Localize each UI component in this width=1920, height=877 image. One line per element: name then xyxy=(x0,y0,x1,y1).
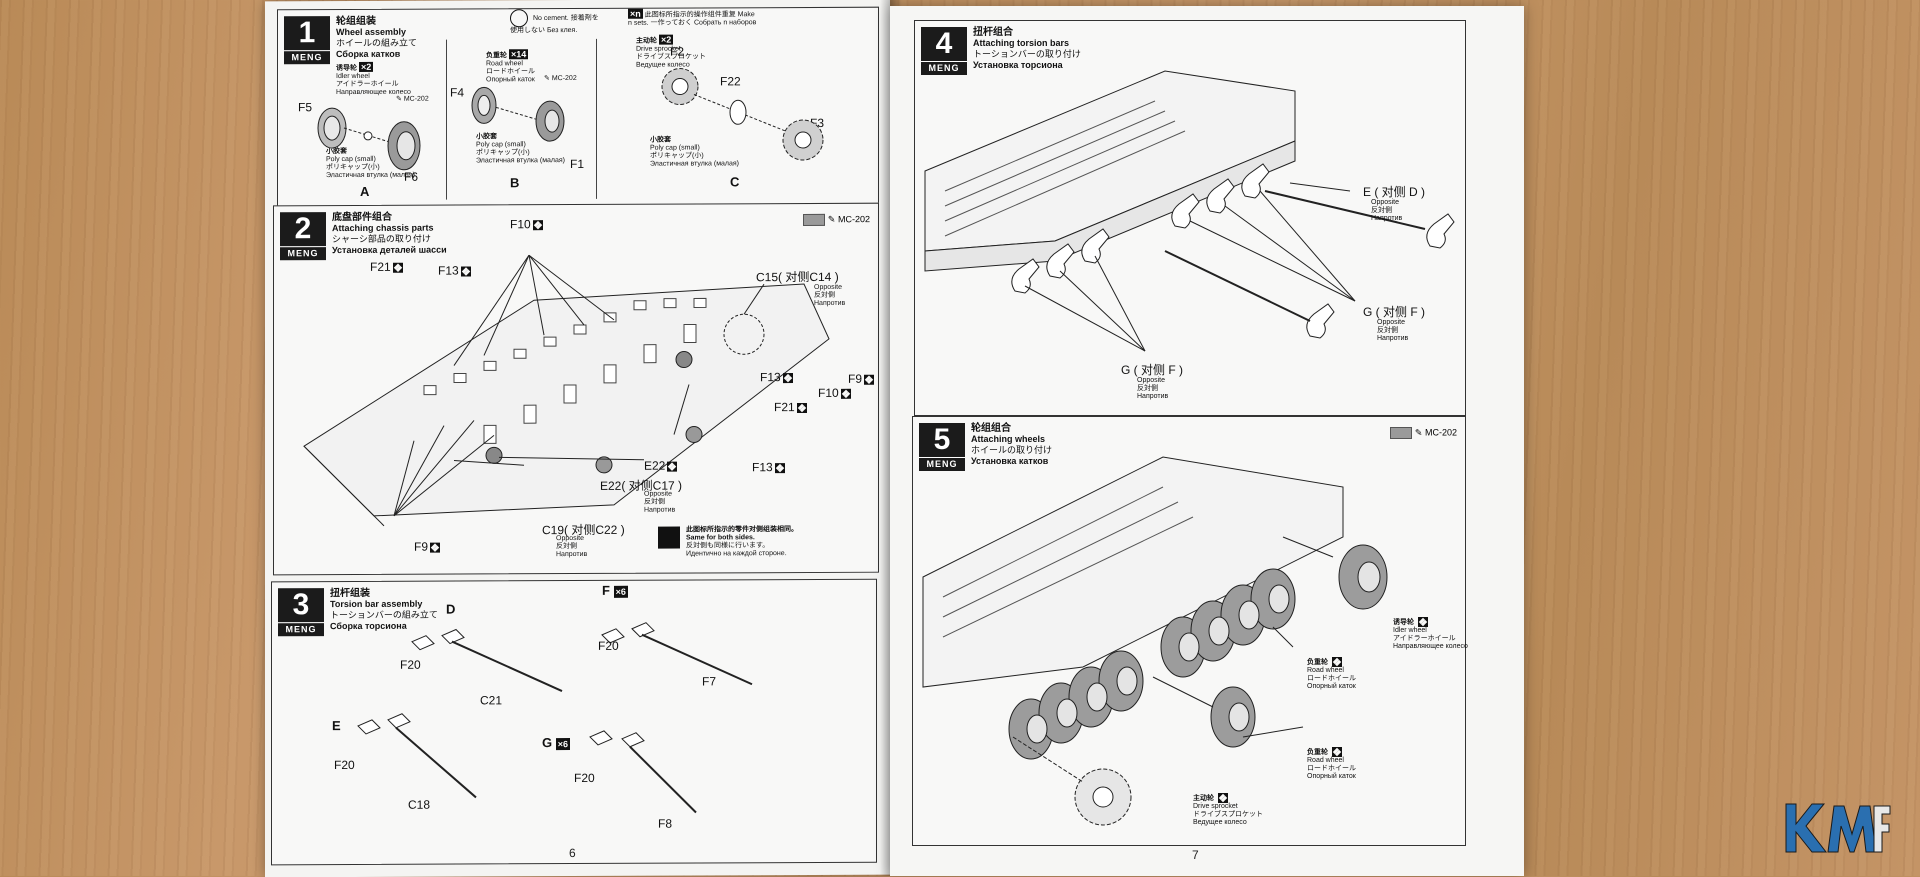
sub-label-F: F ×6 xyxy=(602,582,628,598)
step-number: 1 xyxy=(284,16,330,51)
callout-E: E ( 对侧 D ) xyxy=(1363,185,1425,199)
chassis-bottom-drawing xyxy=(303,254,830,527)
part-F13: F13 xyxy=(438,263,471,278)
same-side-icon xyxy=(430,542,441,553)
hull-torsion-drawing xyxy=(924,70,1455,352)
paint-brush-icon: ✎ xyxy=(827,214,836,225)
repeat-mark: ×n xyxy=(628,8,643,19)
sprocket-drawing xyxy=(661,68,824,161)
same-side-icon xyxy=(667,461,678,472)
paint-swatch xyxy=(1390,427,1413,439)
paint-callout: ✎ MC-202 xyxy=(1390,427,1457,439)
idler-wheel-label: 诱导轮 Idler wheel アイドラーホイール Направляющее к… xyxy=(1393,617,1468,650)
callout-G-left: G ( 对侧 F ) xyxy=(1121,363,1183,377)
idler-wheel-label: 诱导轮 ×2 Idler wheel アイドラーホイール Направляюще… xyxy=(336,61,411,97)
paint-brush-icon: ✎ xyxy=(1414,427,1423,438)
torsion-bar-drawings xyxy=(357,622,753,814)
same-side-icon xyxy=(782,372,793,383)
same-side-icon xyxy=(1417,617,1428,627)
instruction-page-right: 4 MENG 扭杆组合 Attaching torsion bars トーション… xyxy=(890,6,1524,876)
road-wheel-label: 负重轮 ×14 Road wheel ロードホイール Опорный каток xyxy=(486,49,535,84)
part-F10: F10 xyxy=(818,386,851,400)
same-side-icon xyxy=(460,266,471,277)
step-5-badge: 5 MENG xyxy=(919,423,965,471)
road-wheel-label: 负重轮 Road wheel ロードホイール Опорный каток xyxy=(1307,657,1356,690)
instruction-page-left: 1 MENG 轮组组装 Wheel assembly ホイールの組み立て Сбо… xyxy=(265,0,890,877)
part-F20: F20 xyxy=(334,757,355,773)
sub-label-C: C xyxy=(730,174,740,190)
same-side-icon xyxy=(774,462,785,473)
step-2-panel: 2 MENG 底盘部件组合 Attaching chassis parts シャ… xyxy=(273,202,879,576)
paint-callout: ✎ MC-202 xyxy=(544,75,577,83)
kmf-watermark-logo xyxy=(1785,803,1891,853)
part-F10: F10 xyxy=(510,217,543,231)
step-3-panel: 3 MENG 扭杆组装 Torsion bar assembly トーションバー… xyxy=(271,578,877,866)
paint-callout: ✎ MC-202 xyxy=(396,95,429,103)
same-side-icon xyxy=(1331,747,1342,757)
sub-label-A: A xyxy=(360,183,370,199)
road-wheel-label: 负重轮 Road wheel ロードホイール Опорный каток xyxy=(1307,747,1356,780)
part-F13: F13 xyxy=(752,460,785,474)
paint-brush-icon: ✎ xyxy=(396,95,404,103)
part-F4: F4 xyxy=(450,85,465,100)
part-F8: F8 xyxy=(658,816,673,831)
part-F21: F21 xyxy=(774,400,807,414)
part-F9: F9 xyxy=(848,372,875,386)
part-E22: E22 xyxy=(644,459,678,473)
same-both-sides-note: 此图标所指示的零件对侧组装相同。 Same for both sides. 反対… xyxy=(658,526,798,559)
part-C18: C18 xyxy=(408,797,431,812)
same-side-icon xyxy=(1331,657,1342,667)
sub-label-B: B xyxy=(510,175,520,191)
step-1-panel: 1 MENG 轮组组装 Wheel assembly ホイールの組み立て Сбо… xyxy=(277,6,879,208)
sub-label-G: G ×6 xyxy=(542,735,571,751)
same-side-icon xyxy=(392,262,403,273)
step-1-badge: 1 MENG xyxy=(284,16,330,65)
same-side-icon xyxy=(532,219,543,231)
step-4-title: 扭杆组合 Attaching torsion bars トーションバーの取り付け… xyxy=(973,27,1081,70)
no-glue-notice: No cement. 接着剤を使用しない Без клея. xyxy=(510,9,605,35)
hull-wheels-drawing xyxy=(922,456,1388,826)
part-C21: C21 xyxy=(480,693,503,708)
no-glue-icon xyxy=(510,9,528,28)
part-C15: C15( 对侧C14 ) xyxy=(756,269,839,285)
step-1-title: 轮组组装 Wheel assembly ホイールの組み立て Сборка кат… xyxy=(336,15,418,60)
page-number: 7 xyxy=(1192,848,1199,862)
same-side-icon-large xyxy=(658,526,680,549)
divider xyxy=(446,39,447,200)
same-side-icon xyxy=(864,374,875,385)
same-side-icon xyxy=(840,388,851,399)
brand-label: MENG xyxy=(284,50,330,65)
callout-G-right: G ( 对侧 F ) xyxy=(1363,305,1425,319)
part-F9: F9 xyxy=(414,540,441,554)
same-side-icon xyxy=(796,402,807,413)
part-F7: F7 xyxy=(702,674,717,689)
repeat-notice: ×n 此图标所指示的操作组件重复 Make n sets. 一作っておく Соб… xyxy=(628,8,757,27)
page-number: 6 xyxy=(569,846,576,861)
drive-sprocket-label: 主动轮 Drive sprocket ドライブスプロケット Ведущее ко… xyxy=(1193,793,1263,826)
divider xyxy=(596,38,597,199)
sub-label-D: D xyxy=(446,601,456,617)
part-F13: F13 xyxy=(760,370,793,384)
idler-wheel-drawing xyxy=(317,107,421,171)
part-F20: F20 xyxy=(574,770,595,786)
part-F1: F1 xyxy=(570,156,585,172)
part-F20: F20 xyxy=(400,657,421,672)
step-4-badge: 4 MENG xyxy=(921,27,967,75)
same-side-icon xyxy=(1217,793,1228,803)
step-5-title: 轮组组合 Attaching wheels ホイールの取り付け Установк… xyxy=(971,423,1053,466)
part-F21: F21 xyxy=(370,260,403,274)
part-F5: F5 xyxy=(298,100,313,115)
part-F20: F20 xyxy=(598,638,619,653)
step-4-panel: 4 MENG 扭杆组合 Attaching torsion bars トーション… xyxy=(914,20,1466,416)
paint-brush-icon: ✎ xyxy=(544,75,552,83)
road-wheel-drawing xyxy=(471,86,565,142)
sub-label-E: E xyxy=(332,718,341,734)
step-5-panel: 5 MENG 轮组组合 Attaching wheels ホイールの取り付け У… xyxy=(912,416,1468,846)
